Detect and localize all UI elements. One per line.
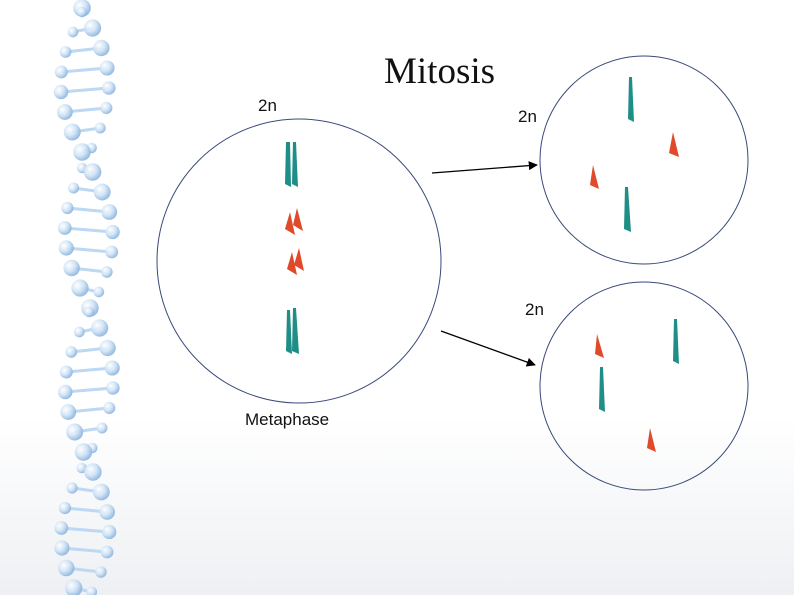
- dna-helix-decoration: [53, 0, 120, 595]
- chromosome-teal: [624, 187, 631, 232]
- top-daughter-chromosomes: [590, 77, 679, 232]
- dna-bead: [58, 240, 74, 256]
- bottom-daughter-ploidy-label: 2n: [525, 300, 544, 319]
- dna-bead: [54, 65, 68, 79]
- dna-bead: [63, 259, 80, 277]
- chromosome-pair-teal-top: [285, 142, 298, 187]
- dna-bead: [93, 286, 105, 298]
- dna-bead: [66, 482, 78, 494]
- dna-bead: [59, 365, 73, 379]
- chromosome-red: [590, 165, 599, 189]
- dna-bead: [84, 463, 102, 481]
- chromosome-red: [595, 334, 604, 358]
- dna-bead: [93, 39, 110, 57]
- dna-rung: [61, 66, 108, 74]
- chromosome-teal: [673, 319, 679, 364]
- dna-bead: [83, 306, 95, 318]
- dna-bead: [101, 204, 118, 220]
- dna-bead: [67, 26, 79, 38]
- dna-rung: [60, 86, 109, 94]
- parent-cell: [156, 118, 442, 404]
- dna-rung: [66, 246, 112, 254]
- bottom-daughter-chromosomes: [595, 319, 679, 452]
- dna-bead: [83, 163, 102, 181]
- dna-bead: [99, 339, 116, 357]
- daughter-cell-top: [539, 55, 749, 265]
- dna-bead: [105, 245, 119, 259]
- dna-bead: [86, 586, 98, 595]
- dna-bead: [99, 60, 115, 76]
- dna-bead: [53, 84, 69, 100]
- dna-bead: [68, 182, 80, 194]
- dna-bead: [94, 122, 106, 134]
- dna-bead: [58, 501, 72, 515]
- dna-bead: [101, 266, 113, 278]
- dna-bead: [73, 326, 85, 338]
- phase-label: Metaphase: [245, 410, 330, 429]
- chromosome-red: [669, 132, 679, 157]
- dna-bead: [54, 540, 70, 556]
- dna-bead: [101, 81, 116, 95]
- chromosome-pair-red-top: [285, 208, 303, 235]
- slide-title: Mitosis: [384, 51, 496, 92]
- parent-chromosomes: [285, 142, 304, 354]
- dna-bead: [73, 143, 91, 161]
- dna-bead: [57, 221, 72, 235]
- dna-bead: [65, 579, 83, 595]
- dna-rung: [65, 386, 113, 394]
- dna-bead: [63, 123, 81, 141]
- dna-bead: [103, 401, 116, 415]
- dna-bead: [71, 279, 89, 297]
- dna-bead: [102, 524, 117, 540]
- dna-bead: [58, 384, 73, 400]
- dna-rung: [66, 366, 113, 374]
- dna-bead: [66, 423, 84, 441]
- chromosome-teal: [599, 367, 605, 412]
- dna-bead: [93, 183, 111, 201]
- dna-bead: [91, 319, 109, 337]
- dna-bead: [59, 46, 72, 58]
- dna-bead: [61, 201, 74, 215]
- dna-bead: [60, 404, 77, 420]
- chromosome-red: [647, 428, 656, 452]
- dna-bead: [65, 346, 78, 358]
- arrow-to-top-cell: [431, 161, 538, 174]
- dna-bead: [92, 483, 110, 501]
- dna-bead: [99, 504, 115, 520]
- arrow-to-bottom-cell: [440, 330, 536, 367]
- dna-bead: [104, 360, 120, 376]
- top-daughter-ploidy-label: 2n: [518, 107, 537, 126]
- dna-bead: [100, 101, 113, 115]
- dna-bead: [95, 566, 107, 578]
- dna-bead: [74, 443, 93, 461]
- chromosome-pair-teal-bottom: [286, 308, 299, 354]
- chromosome-teal: [628, 77, 634, 122]
- parent-ploidy-label: 2n: [258, 96, 277, 115]
- dna-bead: [56, 104, 73, 120]
- dna-bead: [105, 224, 120, 240]
- dna-bead: [58, 559, 75, 577]
- chromosome-pair-red-bottom: [287, 248, 304, 275]
- dna-bead: [96, 422, 108, 434]
- dna-bead: [83, 19, 102, 37]
- dna-rung: [61, 526, 110, 534]
- dna-rung: [64, 226, 113, 234]
- dna-bead: [76, 6, 88, 18]
- daughter-cell-bottom: [539, 281, 749, 491]
- dna-bead: [106, 381, 120, 395]
- dna-bead: [54, 521, 69, 535]
- dna-bead: [100, 545, 114, 559]
